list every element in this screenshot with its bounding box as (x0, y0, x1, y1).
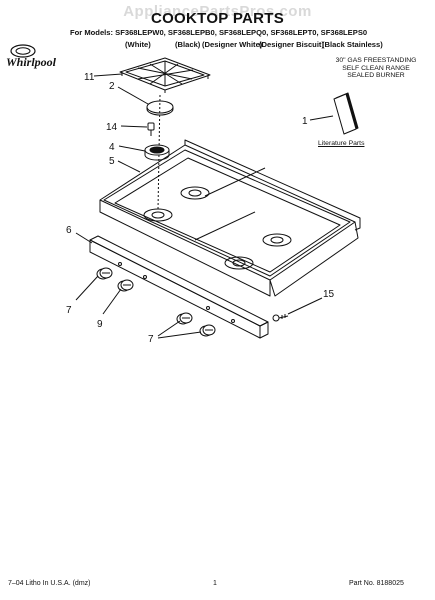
callout-1: 1 (302, 116, 308, 127)
callout-6: 6 (66, 225, 72, 236)
leader-2 (117, 86, 149, 105)
callout-7a: 7 (66, 305, 72, 316)
control-knob-2 (117, 279, 134, 292)
callout-11: 11 (84, 72, 95, 83)
assembly-axis-line (157, 94, 161, 211)
control-knob-1 (96, 267, 113, 280)
callout-2: 2 (109, 81, 115, 92)
page-title: COOKTOP PARTS (150, 10, 285, 27)
callout-4: 4 (109, 142, 115, 153)
callout-15: 15 (323, 289, 335, 300)
callout-5: 5 (109, 156, 115, 167)
whirlpool-logo: Whirlpool (6, 44, 57, 69)
variant-designer-white: (Designer White) (202, 40, 263, 49)
control-knob-4 (199, 324, 216, 337)
leader-1 (309, 115, 334, 121)
footer-litho: 7–04 Litho In U.S.A. (dmz) (8, 580, 91, 587)
product-line-2: SELF CLEAN RANGE (342, 64, 410, 72)
leader-9 (102, 288, 122, 315)
leader-14 (120, 125, 148, 128)
footer-part-number: Part No. 8188025 (349, 580, 404, 587)
literature-booklet (333, 92, 359, 135)
leader-6 (75, 232, 93, 244)
leader-15 (287, 297, 323, 315)
variant-white: (White) (125, 40, 151, 49)
brand-name: Whirlpool (6, 55, 57, 69)
variant-designer-biscuit: (Designer Biscuit) (259, 40, 324, 49)
leader-7a (75, 275, 99, 301)
leader-4 (118, 145, 146, 152)
footer-page-number: 1 (213, 580, 217, 587)
leader-7b-1 (157, 320, 181, 337)
product-line-3: SEALED BURNER (347, 72, 405, 80)
burner-grate (119, 57, 211, 93)
variant-black: (Black) (175, 40, 201, 49)
control-knob-3 (176, 312, 193, 325)
cooktop-panel (99, 139, 361, 297)
control-panel (89, 235, 269, 339)
models-line: For Models: SF368LEPW0, SF368LEPB0, SF36… (70, 28, 368, 37)
callout-9: 9 (97, 319, 103, 330)
product-line-1: 30" GAS FREESTANDING (335, 57, 417, 64)
callout-7b: 7 (148, 334, 154, 345)
callout-14: 14 (106, 122, 118, 133)
leader-11 (93, 73, 123, 77)
screw (272, 314, 289, 322)
watermark-text: AppliancePartsPros.com (123, 3, 312, 20)
spark-electrode (147, 122, 155, 136)
literature-parts-label: Literature Parts (318, 140, 365, 147)
product-description: 30" GAS FREESTANDING SELF CLEAN RANGE SE… (322, 57, 430, 80)
leader-7b-2 (157, 331, 202, 339)
variant-black-stainless: (Black Stainless) (322, 40, 383, 49)
leader-5 (117, 160, 141, 173)
